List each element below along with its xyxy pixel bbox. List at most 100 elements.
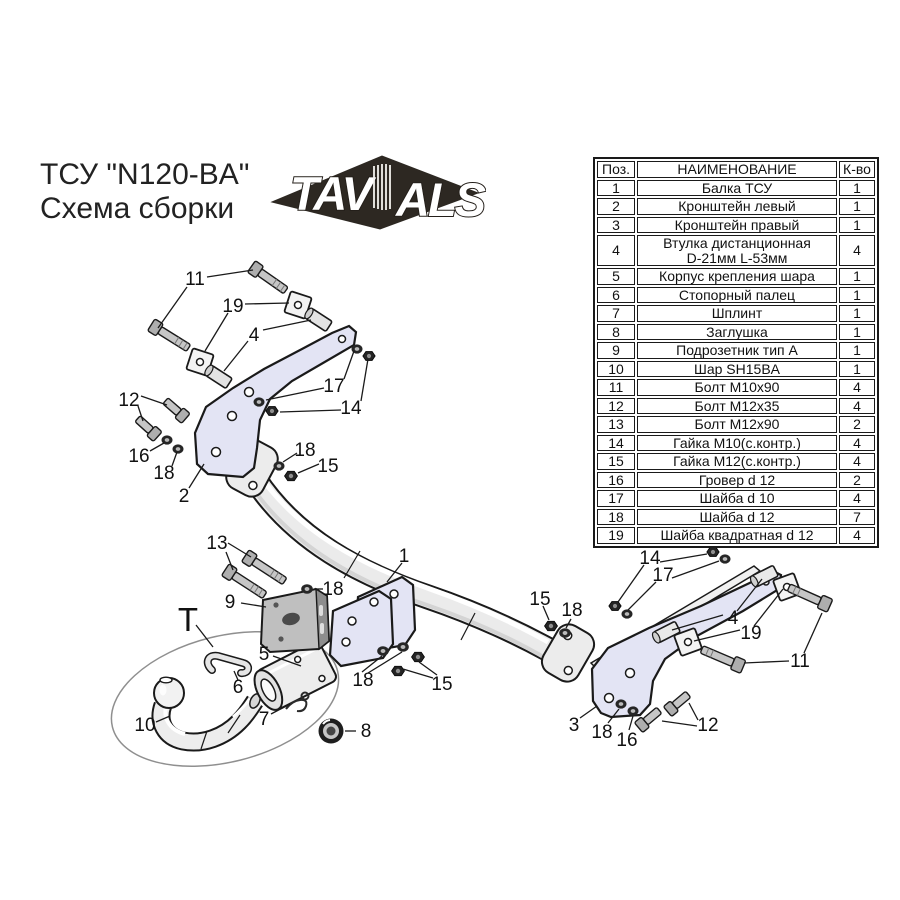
cell-pos: 1	[597, 179, 635, 196]
cotter-pin	[285, 691, 310, 713]
callout-label: 19	[740, 623, 761, 644]
cell-name: Шплинт	[637, 305, 837, 322]
washer-d12	[301, 584, 313, 594]
cell-pos: 5	[597, 268, 635, 285]
cell-name: Гайка М10(с.контр.)	[637, 434, 837, 451]
cell-qty: 1	[839, 305, 875, 322]
cell-pos: 19	[597, 527, 635, 544]
center-fasteners	[377, 620, 571, 677]
cell-pos: 7	[597, 305, 635, 322]
beam-center-tabs	[328, 575, 417, 668]
callout-label: 11	[185, 269, 205, 290]
callout-label: 15	[317, 456, 338, 477]
callout-label: 14	[340, 398, 362, 419]
callout-label: 16	[128, 446, 149, 467]
callout-label: 10	[134, 715, 155, 736]
cell-name: Корпус крепления шара	[637, 268, 837, 285]
callout-label: 18	[591, 722, 612, 743]
plug	[318, 718, 344, 744]
cell-qty: 4	[839, 527, 875, 544]
callout-label: 17	[652, 565, 673, 586]
callout-label: 4	[728, 608, 739, 629]
column-header-qty: К-во	[839, 161, 875, 178]
bolt-m10x90	[787, 583, 833, 613]
callout-label: 18	[322, 579, 343, 600]
lock-pin	[203, 651, 252, 678]
cell-qty: 1	[839, 360, 875, 377]
cell-qty: 1	[839, 286, 875, 303]
beam	[225, 438, 596, 683]
cell-qty: 1	[839, 179, 875, 196]
cell-qty: 4	[839, 434, 875, 451]
cell-qty: 1	[839, 198, 875, 215]
callout-label: 1	[399, 546, 410, 567]
cell-pos: 9	[597, 342, 635, 359]
callout-label: 6	[233, 677, 244, 698]
cell-pos: 2	[597, 198, 635, 215]
page-title: ТСУ "N120-BA" Схема сборки	[40, 158, 249, 226]
callout-labels: 11 19 4 12 16 18 2 17 14 18 15 1 13 9 18…	[118, 269, 809, 751]
spacer-sleeve	[651, 621, 681, 644]
cell-name: Кронштейн левый	[637, 198, 837, 215]
callout-label: 2	[179, 486, 190, 507]
bolt-m12x35	[135, 415, 162, 442]
logo-stripes-i-icon	[373, 164, 391, 210]
callout-label: 7	[259, 709, 270, 730]
callout-label: 3	[569, 715, 580, 736]
callout-label: 15	[431, 674, 452, 695]
callout-label: 11	[790, 651, 810, 672]
callout-label: 14	[639, 548, 661, 569]
cell-name: Гровер d 12	[637, 471, 837, 488]
logo-diamond	[270, 155, 480, 230]
tow-ball	[151, 676, 263, 752]
cell-name: Шар SH15BA	[637, 360, 837, 377]
cell-qty: 1	[839, 216, 875, 233]
bolt-m10x90	[700, 645, 746, 674]
right-small-fasteners	[608, 547, 731, 716]
bolt-m10x90	[147, 318, 191, 352]
callout-label: 4	[249, 325, 260, 346]
callout-label: 18	[153, 463, 174, 484]
cell-pos: 11	[597, 379, 635, 396]
bolt-m12x90	[241, 549, 287, 585]
cell-name: Болт М12х90	[637, 416, 837, 433]
cell-name: Подрозетник тип А	[637, 342, 837, 359]
cell-name: Шайба d 10	[637, 490, 837, 507]
bolt-m10x90	[247, 260, 289, 294]
cell-pos: 4	[597, 235, 635, 266]
callout-label: 9	[225, 592, 236, 613]
cell-qty: 1	[839, 268, 875, 285]
cell-qty: 1	[839, 342, 875, 359]
title-line-2: Схема сборки	[40, 192, 235, 225]
callout-label: 19	[222, 296, 243, 317]
cell-qty: 4	[839, 379, 875, 396]
cell-pos: 17	[597, 490, 635, 507]
square-washer	[673, 627, 703, 657]
cell-name: Заглушка	[637, 323, 837, 340]
table-header-row: Поз. НАИМЕНОВАНИЕ К-во	[597, 161, 875, 178]
callout-label: 5	[259, 644, 270, 665]
spacer-sleeve	[304, 307, 333, 332]
title-line-1: ТСУ "N120-BA"	[40, 158, 250, 191]
callout-label: 12	[118, 390, 139, 411]
spacer-sleeve	[749, 565, 779, 588]
cell-pos: 3	[597, 216, 635, 233]
socket-plate	[259, 587, 331, 654]
cell-pos: 16	[597, 471, 635, 488]
cell-name: Кронштейн правый	[637, 216, 837, 233]
cell-name: Стопорный палец	[637, 286, 837, 303]
bolt-m12x35	[634, 707, 662, 733]
